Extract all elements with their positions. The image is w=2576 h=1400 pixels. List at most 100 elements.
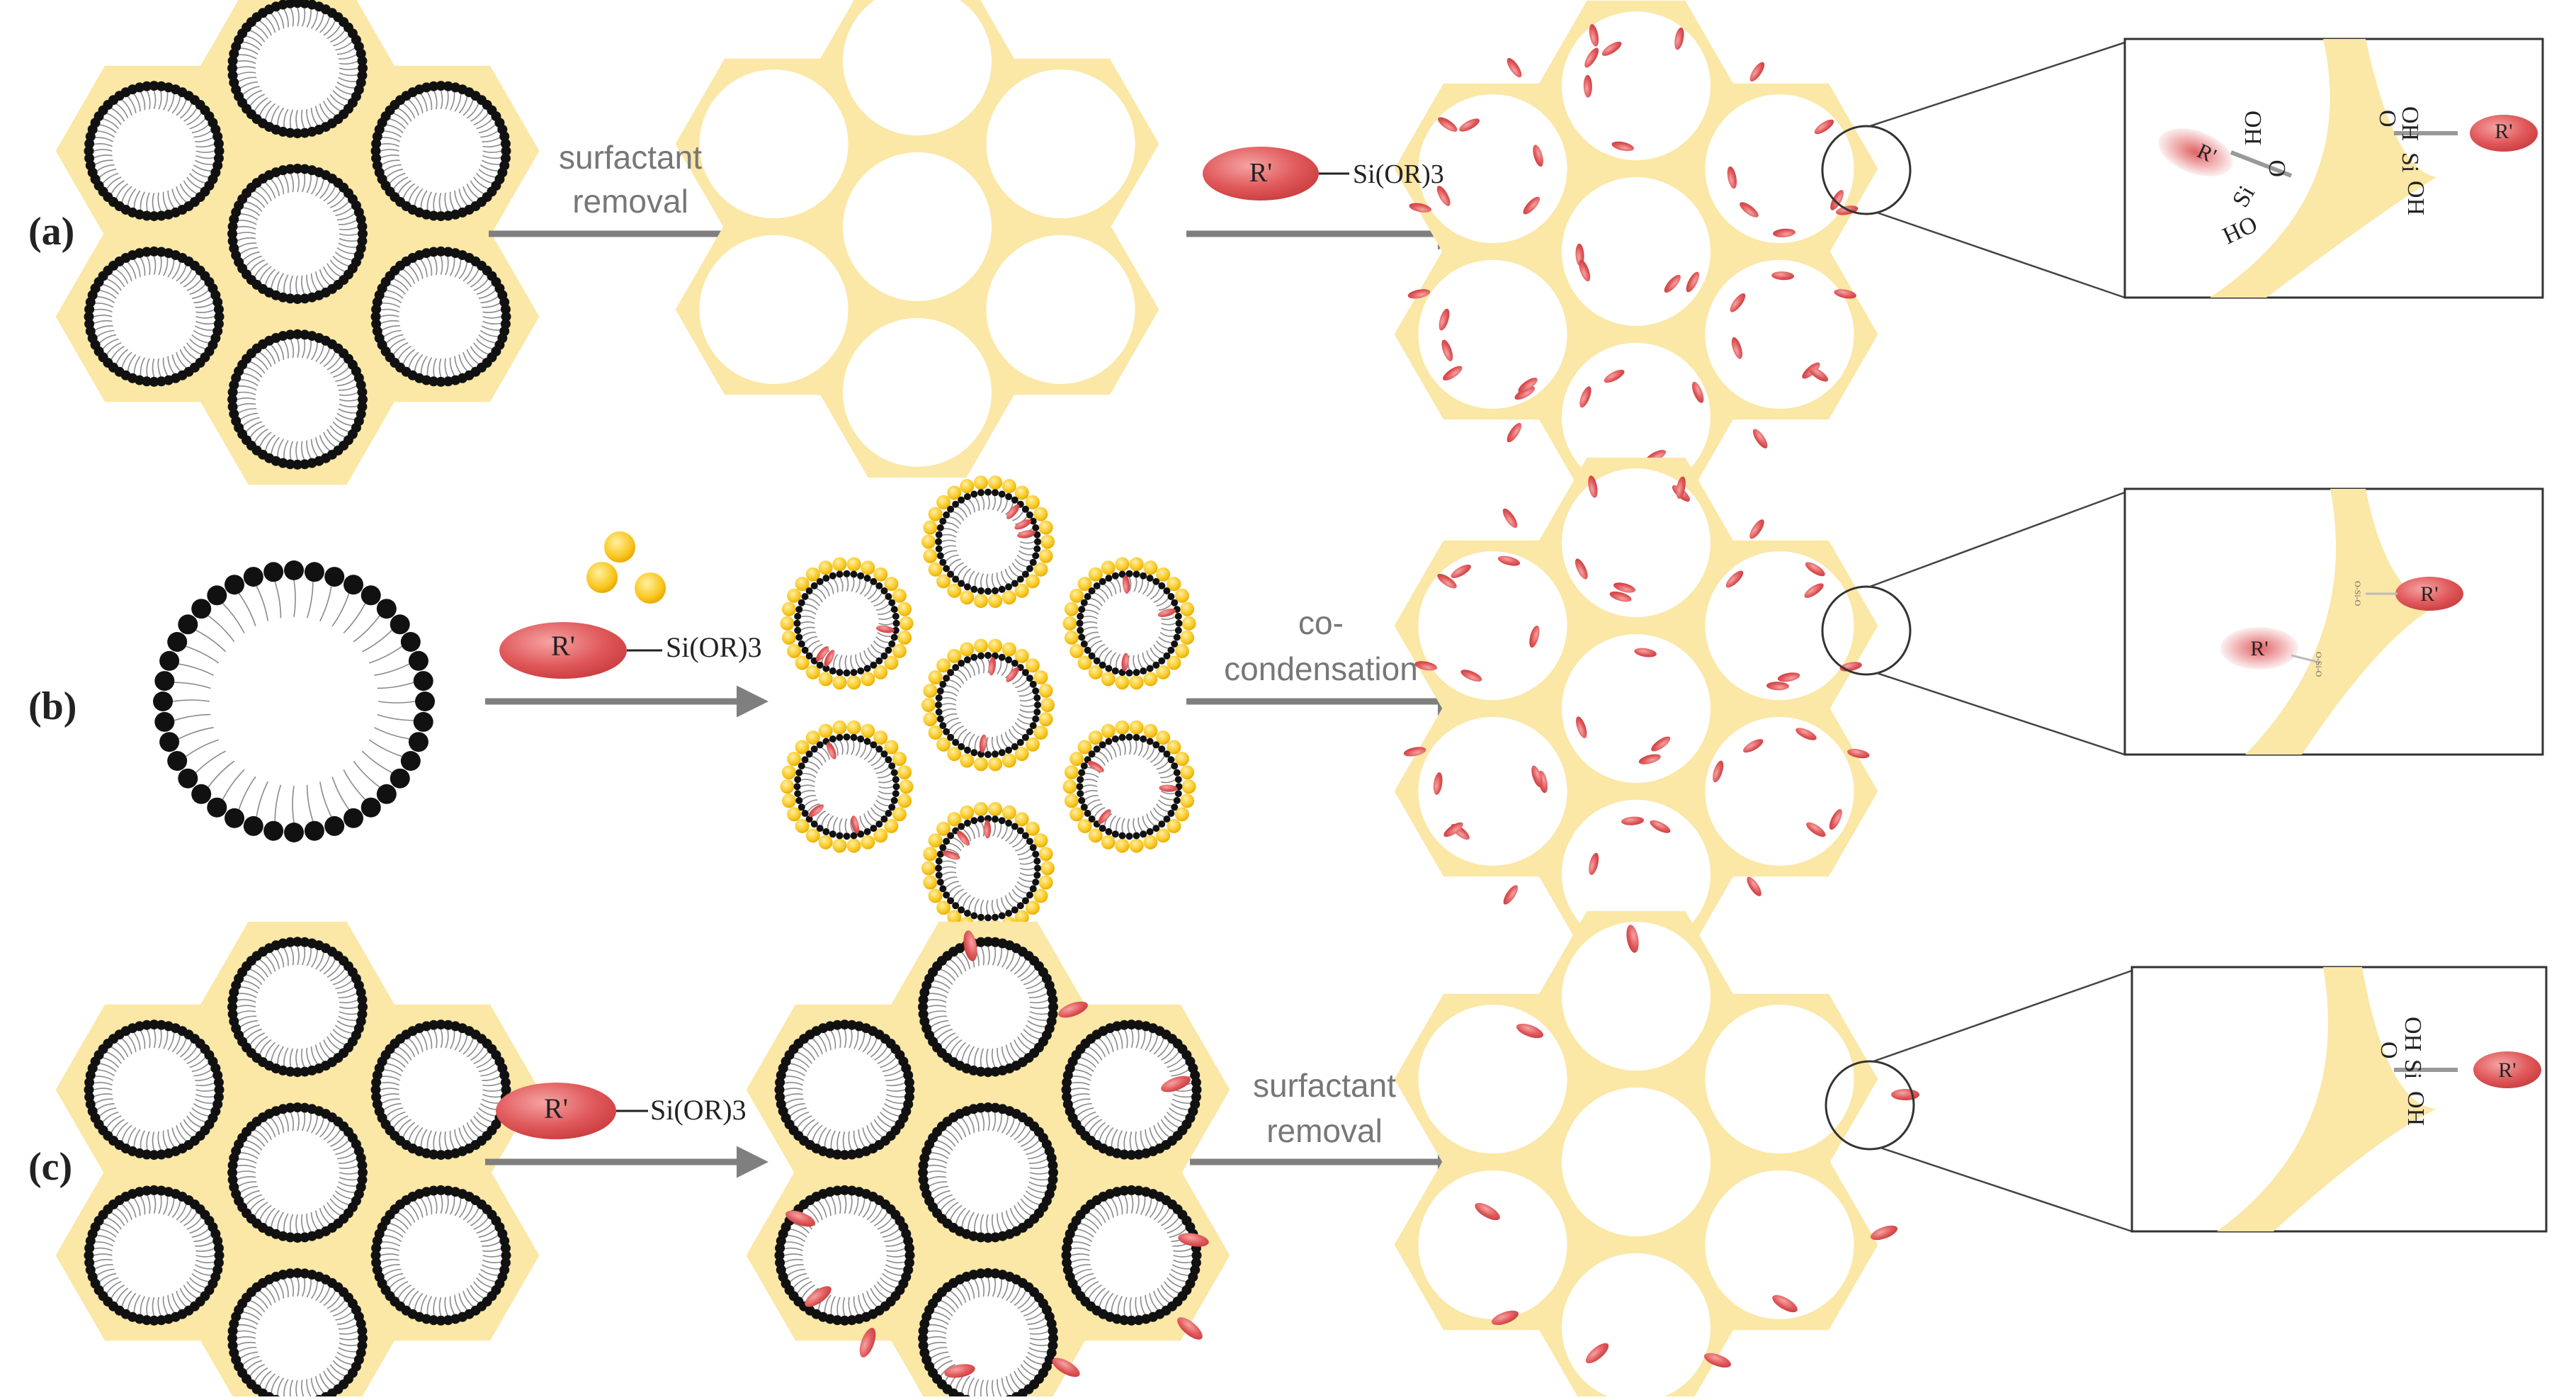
surfactant-tail [433,256,438,276]
surfactant-head [985,815,992,823]
surfactant-tail [102,172,119,184]
surfactant-tail [433,192,437,211]
surfactant-tail [323,266,336,282]
surfactant-head [977,489,985,497]
surfactant-tail [1153,807,1164,818]
surfactant-tail [336,1351,355,1359]
surfactant-head [227,1333,237,1343]
silica-precursor-dot [1101,723,1116,738]
surfactant-tail [195,1076,213,1081]
surfactant-head [1029,885,1037,893]
surfactant-tail [480,329,498,337]
surfactant-tail [97,296,115,303]
surfactant-tail [310,949,318,968]
surfactant-tail [265,16,276,33]
surfactant-tail [386,334,404,344]
surfactant-tail [945,1036,959,1050]
surfactant-head [1174,612,1182,620]
silica-precursor-dot [1062,616,1077,631]
surfactant-head [227,402,238,412]
surfactant-tail [339,237,358,242]
surfactant-tail [788,1235,806,1242]
surfactant-tail [476,284,493,295]
surfactant-tail [1021,1134,1036,1147]
r-group [1531,765,1543,788]
surfactant-head [985,587,992,595]
surfactant-tail [297,339,300,358]
surfactant-tail [1150,751,1160,763]
surfactant-tail [171,354,181,372]
surfactant-tail [873,761,886,770]
surfactant-tail [1146,747,1155,760]
surfactant-tail [116,1207,129,1223]
surfactant-tail [936,1028,953,1039]
surfactant-head [142,1020,152,1030]
surfactant-tail [1171,1264,1191,1270]
surfactant-tail [1005,1044,1015,1062]
silica-precursor-dot [1033,888,1048,903]
micelle-core [938,655,1038,755]
micelle-core [1079,737,1179,837]
surfactant-tail [1099,751,1109,763]
surfactant-tail [1009,1373,1021,1390]
silica-precursor-dot [960,805,975,820]
surfactant-head [935,857,943,865]
silica-precursor-dot [1069,752,1084,767]
r-group [2470,115,2538,152]
surfactant-tail [1142,745,1150,758]
surfactant-tail [96,164,115,171]
surfactant-tail [99,169,117,178]
surfactant-tail [482,1241,500,1247]
r-group [1771,271,1795,281]
silica-precursor-dot [1143,835,1158,849]
surfactant-head [436,211,446,222]
surfactant-tail [195,303,213,308]
surfactant-tail [195,1093,215,1098]
surfactant-tail [1169,1229,1186,1238]
surfactant-tail [121,1204,132,1221]
surfactant-tail [1077,1272,1094,1282]
surfactant-tail [466,1042,480,1058]
surfactant-head [963,746,971,754]
surfactant-tail [1153,1038,1164,1055]
surfactant-head [870,741,878,749]
silica-precursor-dot [884,655,899,670]
zoom-line-b-top [1869,491,2126,588]
surfactant-tail [179,103,193,119]
surfactant-tail [929,1323,948,1330]
surfactant-tail [93,1088,113,1090]
surfactant-tail [470,1212,484,1226]
surfactant-tail [1026,1146,1043,1156]
surfactant-tail [859,581,867,595]
surfactant-head [213,138,224,149]
surfactant-tail [1083,626,1098,631]
surfactant-tail [1027,986,1045,994]
surfactant-tail [106,1051,122,1064]
surfactant-tail [870,1042,883,1058]
surfactant-tail [332,1194,349,1205]
surfactant-tail [878,779,893,784]
surfactant-tail [314,1210,324,1228]
surfactant-tail [238,408,257,414]
surfactant-micelle [370,1185,511,1326]
surfactant-tail [408,1290,419,1307]
surfactant-tail [336,1152,355,1160]
surfactant-head [1163,652,1171,660]
surfactant-tail [1161,627,1175,631]
surfactant-head [408,732,429,752]
surfactant-tail [1094,755,1106,766]
surfactant-tail [306,9,312,28]
surfactant-tail [1014,558,1027,568]
surfactant-head [836,832,844,840]
surfactant-tail [408,265,419,282]
surfactant-tail [332,367,349,378]
surfactant-tail [875,767,890,774]
surfactant-tail [844,818,848,833]
surfactant-tail [334,252,352,261]
surfactant-tail [133,1032,141,1051]
surfactant-tail [846,577,849,592]
r-group [1439,308,1450,331]
surfactant-tail [784,1088,803,1090]
surfactant-tail [444,192,448,211]
surfactant-tail [277,273,285,291]
